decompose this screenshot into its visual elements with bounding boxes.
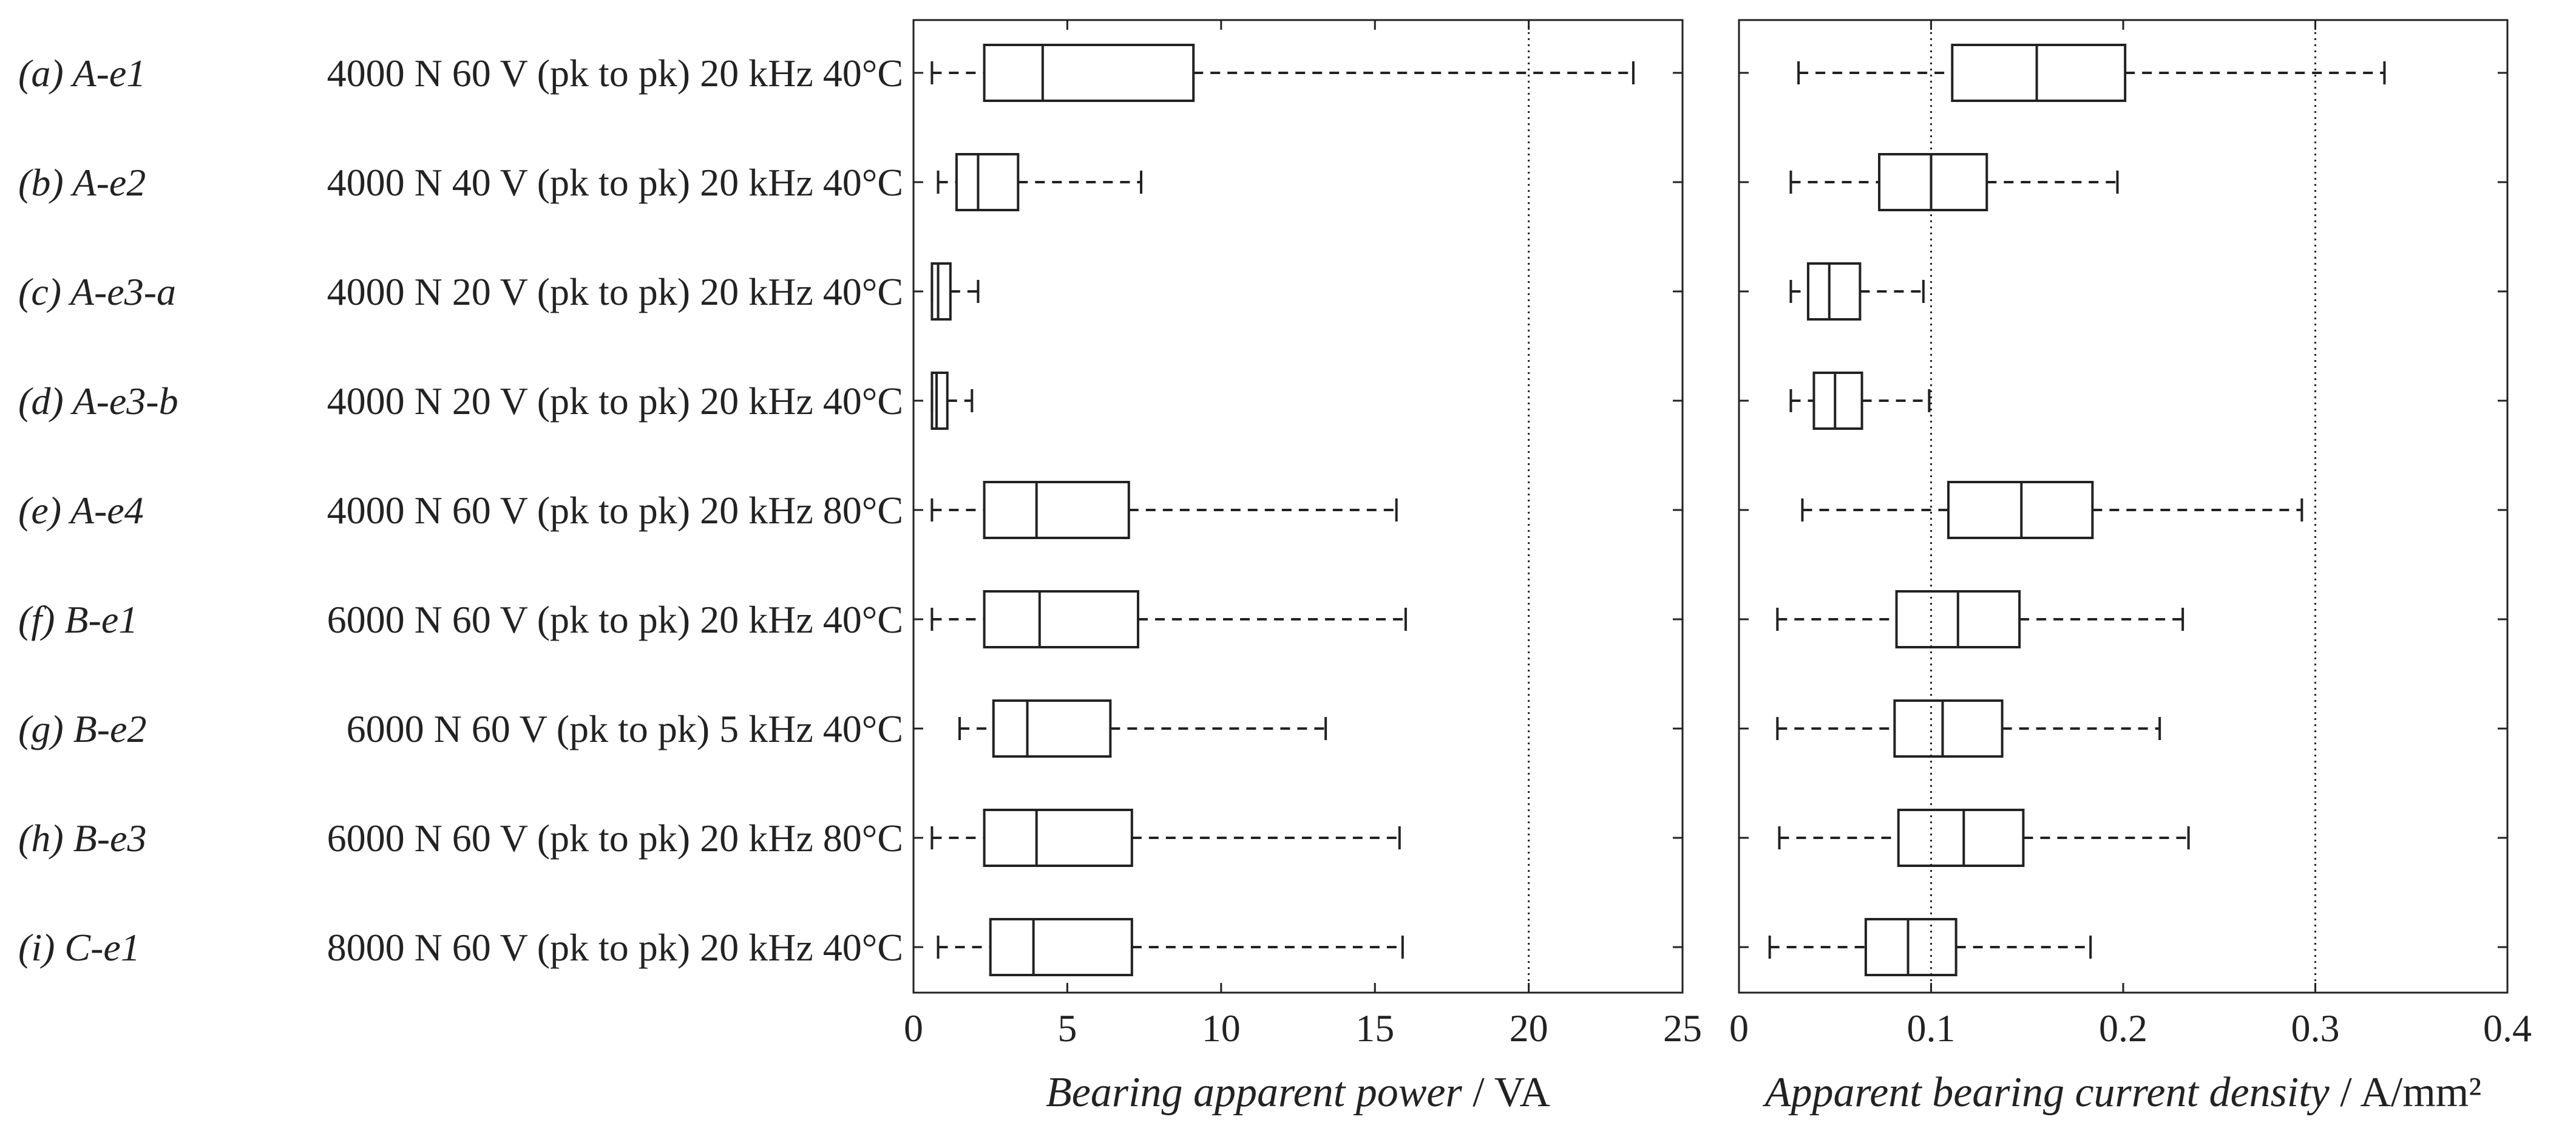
iqr-box <box>1893 699 2004 758</box>
iqr-box <box>1878 153 1988 211</box>
box-8 <box>930 809 1401 867</box>
iqr-box <box>1951 44 2127 102</box>
axes-frame <box>1738 19 2509 994</box>
row-label-id: (c) A-e3-a <box>18 270 176 313</box>
row-label-conditions: 6000 N 60 V (pk to pk) 20 kHz 40°C <box>327 598 903 641</box>
row-label-id: (g) B-e2 <box>18 707 146 750</box>
x-tick-label: 0.1 <box>1907 1007 1956 1050</box>
box-1 <box>1797 44 2386 102</box>
iqr-box <box>930 372 949 430</box>
row-label-id: (b) A-e2 <box>18 161 146 204</box>
row-label-conditions: 4000 N 20 V (pk to pk) 20 kHz 40°C <box>327 379 903 423</box>
x-tick-label: 10 <box>1202 1007 1241 1050</box>
iqr-box <box>983 481 1130 539</box>
row-label-conditions: 4000 N 40 V (pk to pk) 20 kHz 40°C <box>327 161 903 204</box>
box-5 <box>1801 481 2303 539</box>
box-9 <box>937 918 1404 976</box>
box-6 <box>930 590 1407 648</box>
row-label-id: (h) B-e3 <box>18 817 146 860</box>
box-7 <box>1776 699 2161 758</box>
row-label-id: (f) B-e1 <box>18 598 138 641</box>
x-tick-label: 0 <box>904 1007 923 1050</box>
box-2 <box>937 153 1143 211</box>
x-tick-label: 5 <box>1057 1007 1077 1050</box>
box-6 <box>1776 590 2185 648</box>
x-tick-label: 20 <box>1510 1007 1548 1050</box>
x-tick-label: 0.2 <box>2099 1007 2147 1050</box>
row-label-conditions: 4000 N 20 V (pk to pk) 20 kHz 40°C <box>327 270 903 313</box>
iqr-box <box>983 809 1133 867</box>
iqr-box <box>955 153 1020 211</box>
iqr-box <box>930 262 952 321</box>
x-axis-label-quantity: Bearing apparent power <box>1046 1069 1462 1116</box>
row-label-id: (a) A-e1 <box>18 52 146 95</box>
x-axis-label: Bearing apparent power / VA <box>1046 1069 1550 1116</box>
iqr-box <box>1806 262 1862 321</box>
box-1 <box>930 44 1635 102</box>
x-axis-label-unit: / A/mm² <box>2330 1069 2481 1116</box>
x-tick-label: 0 <box>1729 1007 1749 1050</box>
row-label-conditions: 4000 N 60 V (pk to pk) 20 kHz 80°C <box>327 489 903 532</box>
row-label-conditions: 8000 N 60 V (pk to pk) 20 kHz 40°C <box>327 926 903 969</box>
iqr-box <box>983 44 1195 102</box>
row-label-id: (e) A-e4 <box>18 489 144 532</box>
axes-frame <box>912 19 1684 994</box>
x-tick-label: 15 <box>1355 1007 1394 1050</box>
box-5 <box>930 481 1398 539</box>
box-7 <box>958 699 1327 758</box>
box-3 <box>930 262 980 321</box>
row-labels: (a) A-e1 4000 N 60 V (pk to pk) 20 kHz 40… <box>18 52 903 969</box>
row-label-conditions: 6000 N 60 V (pk to pk) 20 kHz 80°C <box>327 817 903 860</box>
iqr-box <box>1897 809 2025 867</box>
x-tick-label: 25 <box>1663 1007 1702 1050</box>
x-axis-label-quantity: Apparent bearing current density <box>1763 1069 2330 1116</box>
box-8 <box>1778 809 2190 867</box>
iqr-box <box>1864 918 1957 976</box>
x-tick-label: 0.4 <box>2483 1007 2532 1050</box>
iqr-box <box>1812 372 1863 430</box>
iqr-box <box>989 918 1133 976</box>
row-label-conditions: 6000 N 60 V (pk to pk) 5 kHz 40°C <box>347 707 903 750</box>
x-tick-label: 0.3 <box>2291 1007 2340 1050</box>
box-3 <box>1789 262 1925 321</box>
row-label-id: (i) C-e1 <box>18 926 140 969</box>
row-label-conditions: 4000 N 60 V (pk to pk) 20 kHz 40°C <box>327 52 903 95</box>
iqr-box <box>983 590 1139 648</box>
box-4 <box>1789 372 1931 430</box>
x-axis-label: Apparent bearing current density / A/mm² <box>1763 1069 2481 1116</box>
box-9 <box>1768 918 2092 976</box>
x-axis-label-unit: / VA <box>1462 1069 1551 1116</box>
box-4 <box>930 372 974 430</box>
box-2 <box>1789 153 2119 211</box>
iqr-box <box>992 699 1112 758</box>
row-label-id: (d) A-e3-b <box>18 379 178 423</box>
